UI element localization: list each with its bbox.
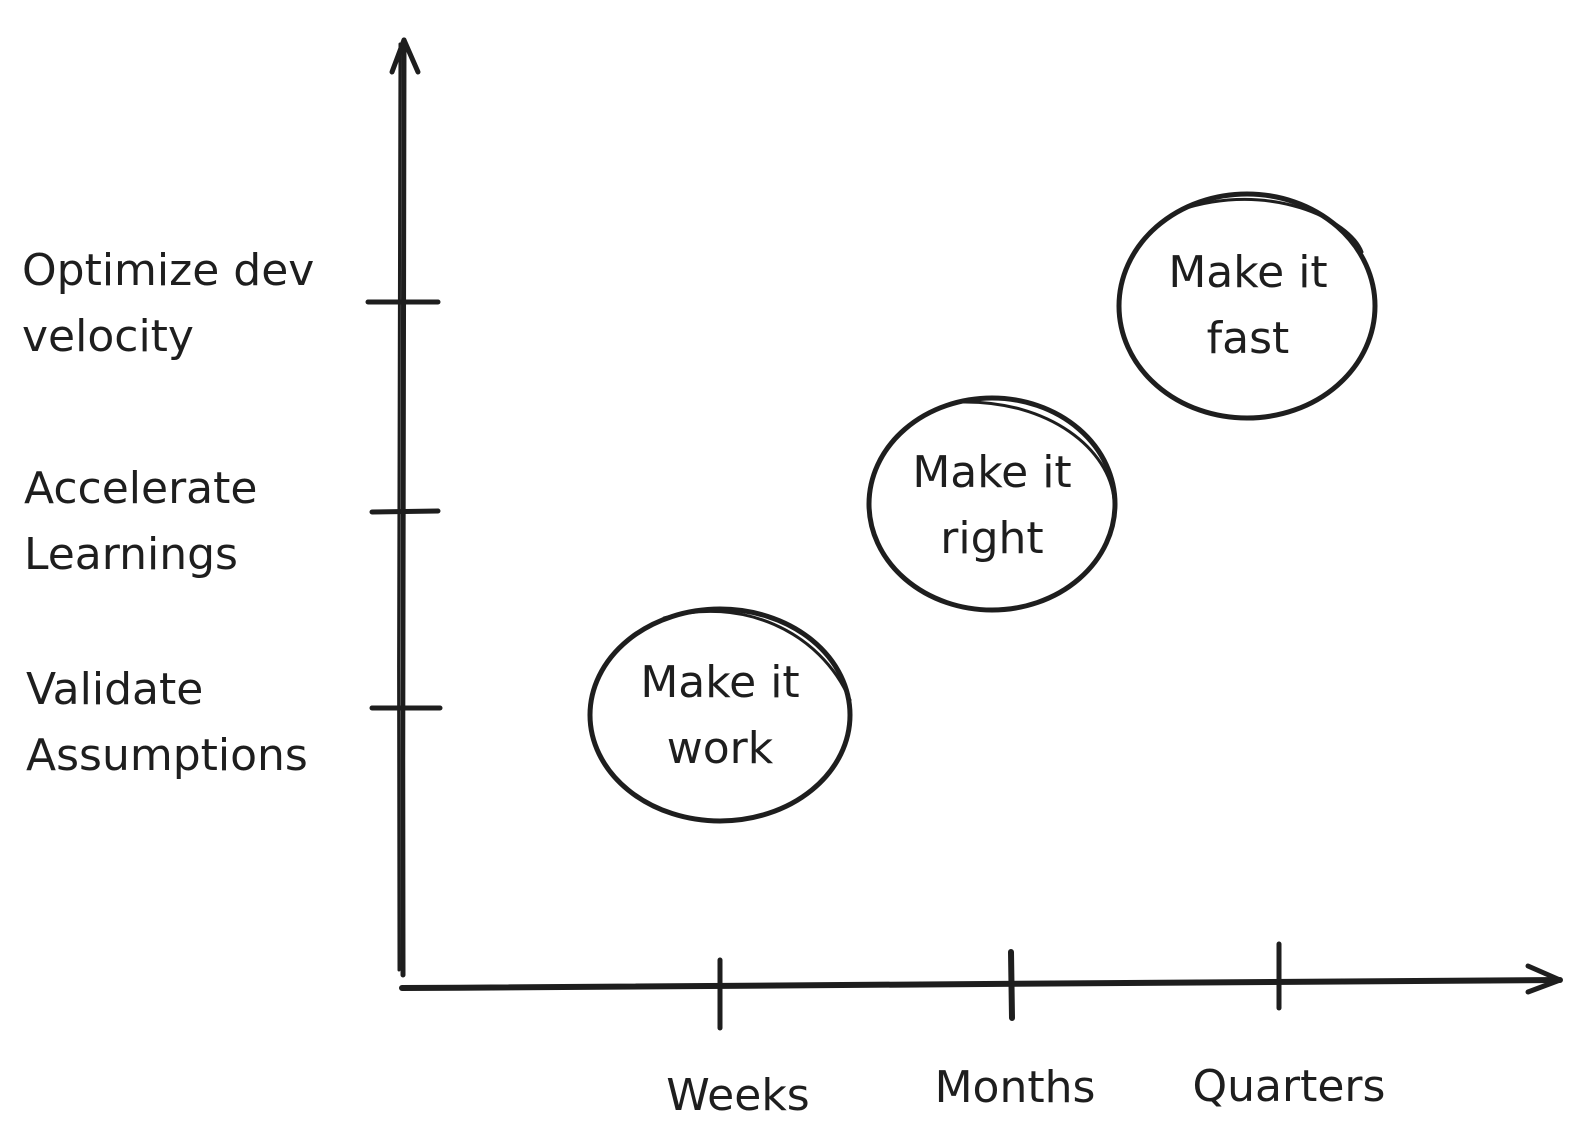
x-label-quarters: Quarters [1192,1061,1386,1112]
y-axis-arrowhead [389,37,421,75]
node-circle-right [866,395,1118,613]
node-label-fast: Make it fast [1128,240,1368,372]
x-axis-ticks [717,941,1282,1031]
node-label-line: Make it [640,657,800,708]
node-label-line: work [666,723,774,774]
y-axis [389,37,421,978]
y-label-accelerate: Accelerate Learnings [24,456,257,588]
x-label-weeks: Weeks [666,1070,810,1121]
x-axis-arrowhead [1525,963,1563,995]
y-label-line: velocity [22,311,194,362]
x-tick-months [1008,949,1015,1021]
y-axis-ticks [365,299,443,711]
y-tick-accelerate [369,508,441,515]
x-axis [399,963,1563,995]
node-label-line: Make it [1168,247,1328,298]
node-label-line: right [940,513,1044,564]
y-label-line: Learnings [24,529,238,580]
node-label-line: fast [1206,313,1290,364]
y-label-line: Assumptions [26,730,308,781]
node-label-right: Make it right [872,440,1112,572]
y-label-validate: Validate Assumptions [26,657,308,789]
node-label-line: Make it [912,447,1072,498]
node-circle-fast [1116,191,1378,421]
x-label-months: Months [934,1062,1096,1113]
y-label-line: Accelerate [24,463,258,514]
node-label-work: Make it work [600,650,840,782]
node-circle-work [587,606,853,824]
y-label-line: Validate [26,664,204,715]
y-label-line: Optimize dev [22,245,315,296]
y-label-optimize: Optimize dev velocity [22,238,314,370]
